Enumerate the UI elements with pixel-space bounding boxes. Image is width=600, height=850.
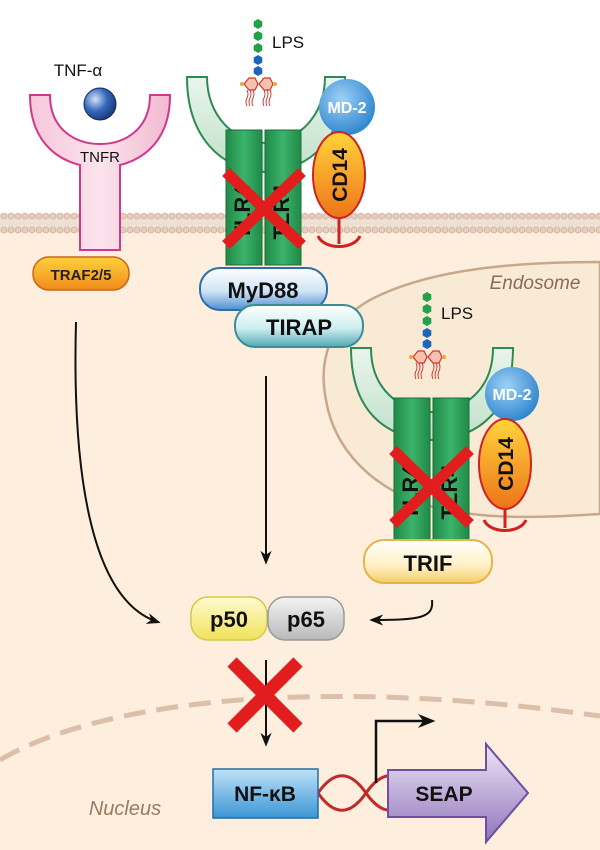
- myd88-label: MyD88: [228, 278, 299, 303]
- nuclear-envelope: [0, 693, 600, 763]
- md2-endosome-label: MD-2: [492, 387, 531, 404]
- tnfr-label: TNFR: [80, 149, 120, 166]
- p50-subunit: [190, 596, 268, 641]
- p65-label: p65: [287, 607, 325, 632]
- tirap-adaptor: [234, 304, 364, 348]
- p65-subunit: [267, 596, 345, 641]
- endosome-label: Endosome: [490, 273, 581, 294]
- transcription-start-arrow: [374, 714, 436, 783]
- tnfr-receptor: [28, 94, 172, 251]
- trif-adaptor: [363, 539, 493, 584]
- nfkb-blocked-cross-icon: [227, 657, 303, 733]
- lps-surface-label: LPS: [272, 33, 304, 52]
- nfkb-label: NF-κB: [234, 783, 296, 806]
- cd14-endosome: [478, 418, 532, 532]
- seap-label: SEAP: [415, 783, 472, 806]
- cd14-surface: [312, 131, 366, 248]
- arrow-tnfr-to-nfkb: [74, 321, 161, 624]
- seap-reporter-gene: [387, 741, 530, 845]
- trif-label: TRIF: [404, 551, 453, 576]
- traf25-label: TRAF2/5: [51, 267, 112, 284]
- tnf-alpha-ligand: [83, 87, 117, 121]
- md2-endosome: [485, 367, 539, 421]
- lps-endosome-label: LPS: [441, 304, 473, 323]
- md2-surface: [319, 79, 375, 135]
- tirap-label: TIRAP: [266, 315, 332, 340]
- nucleus-label: Nucleus: [89, 798, 161, 820]
- md2-surface-label: MD-2: [327, 100, 366, 117]
- nfkb-binding-site: [212, 768, 319, 819]
- cd14-endosome-label: CD14: [495, 437, 518, 491]
- tlr4-surface-blocked-cross-icon: [222, 168, 306, 249]
- p50-label: p50: [210, 607, 248, 632]
- tnf-alpha-label: TNF-α: [54, 61, 103, 80]
- arrow-trif-to-nfkb: [369, 599, 434, 626]
- traf25-adaptor: [32, 256, 130, 291]
- cd14-surface-label: CD14: [329, 148, 352, 202]
- tlr4-endosome-blocked-cross-icon: [389, 446, 474, 528]
